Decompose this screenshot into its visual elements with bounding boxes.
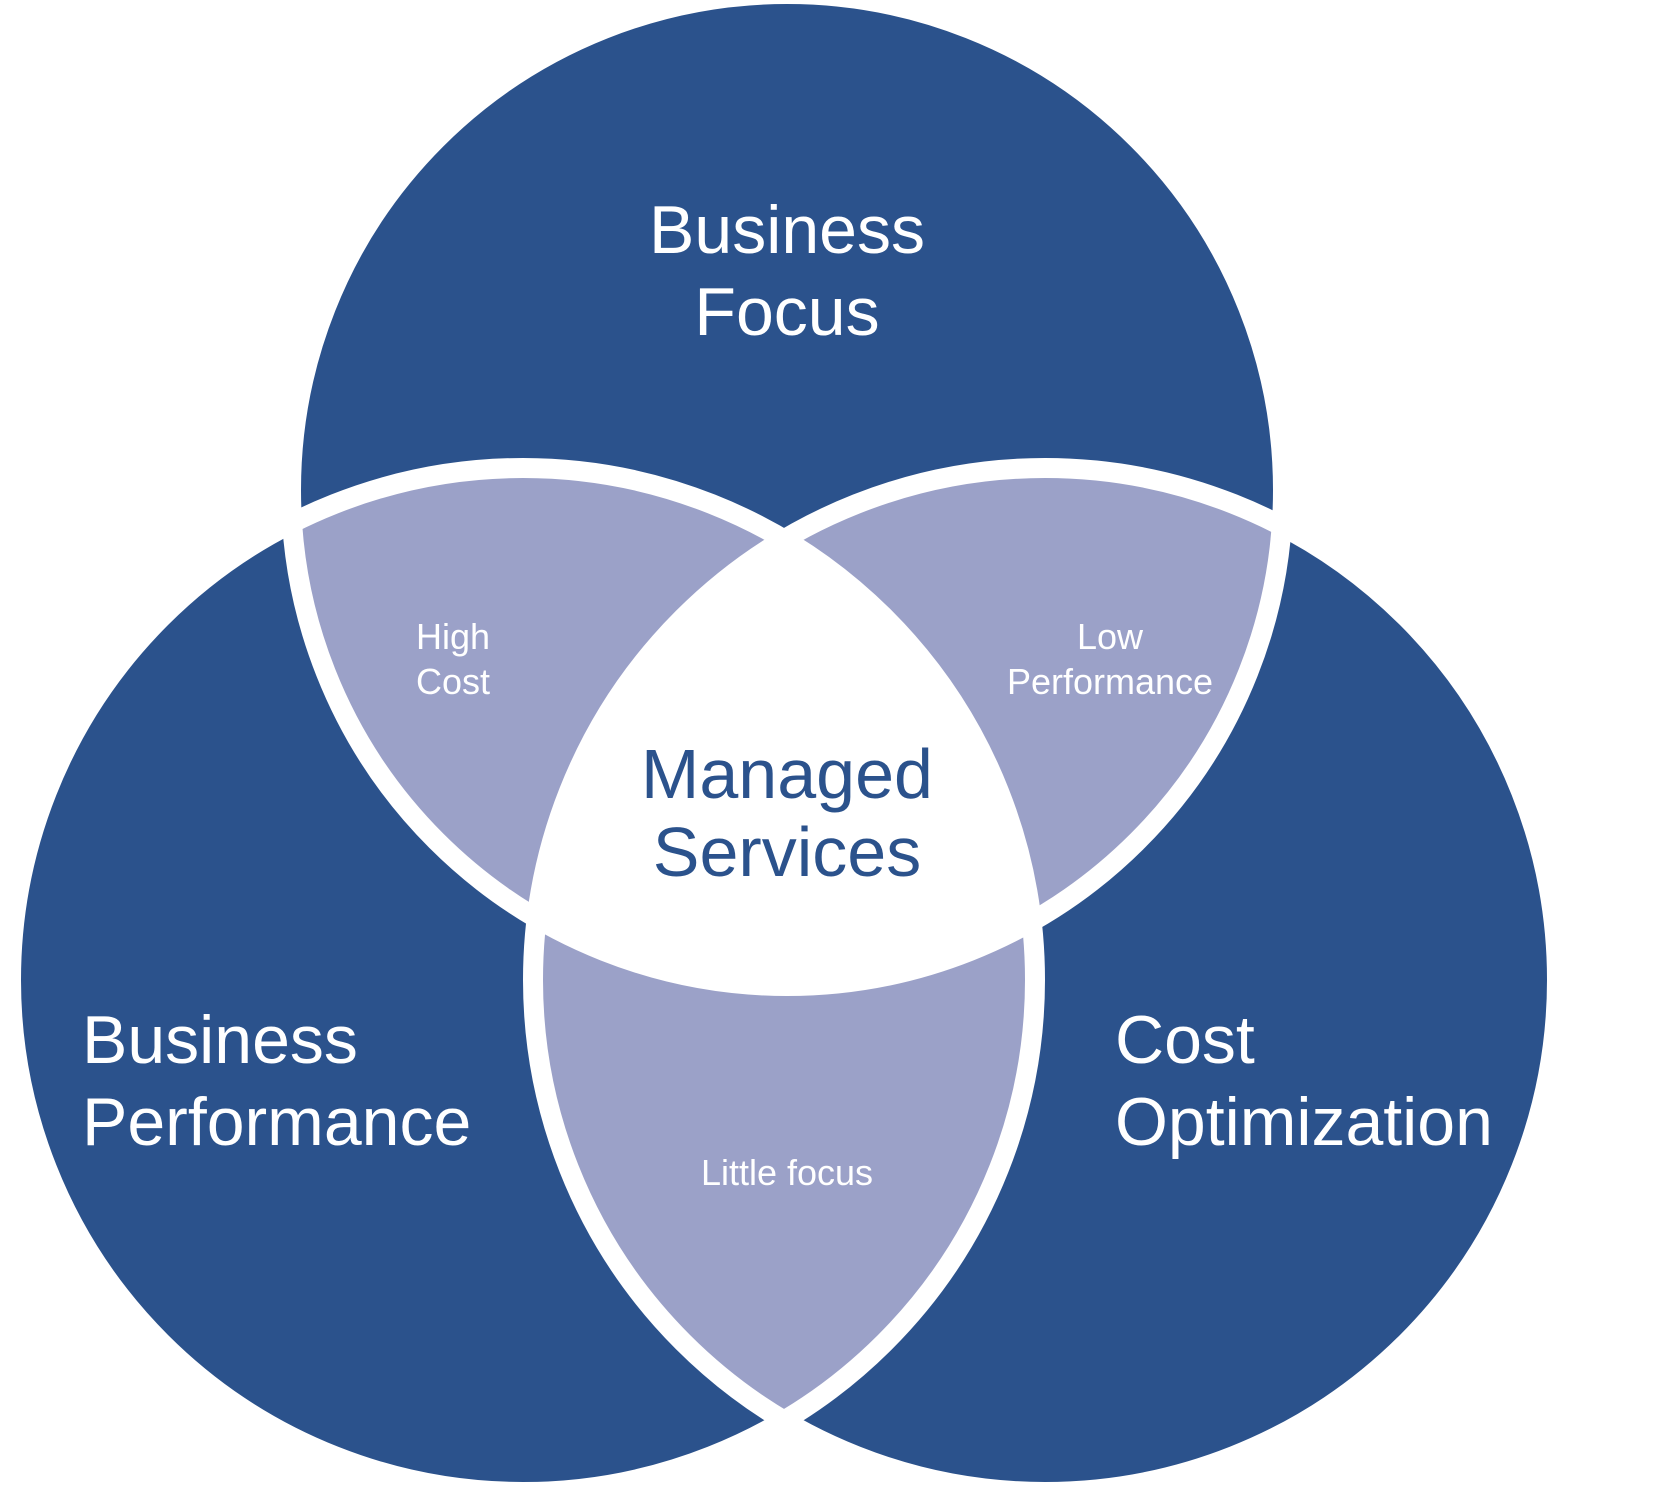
label-high-cost: High Cost xyxy=(393,614,513,704)
circle-top-stroke xyxy=(281,0,1293,996)
label-little-focus-line1: Little focus xyxy=(700,1152,874,1193)
label-high-cost-line2: Cost xyxy=(415,661,491,702)
label-business-performance-line1: Business xyxy=(82,1002,358,1078)
label-business-focus-line1: Business xyxy=(649,192,925,268)
label-managed-services-line1: Managed xyxy=(641,735,933,813)
label-cost-optimization: Cost Optimization xyxy=(1115,1006,1493,1156)
label-managed-services-line2: Services xyxy=(652,813,922,892)
circle-right-stroke xyxy=(523,458,1567,1498)
label-little-focus: Little focus xyxy=(647,1150,927,1195)
label-business-focus-line2: Focus xyxy=(694,274,880,350)
label-business-performance: Business Performance xyxy=(82,1006,471,1156)
label-cost-optimization-line2: Optimization xyxy=(1115,1084,1493,1160)
label-high-cost-line1: High xyxy=(415,616,491,657)
label-low-performance-line1: Low xyxy=(1076,616,1144,657)
label-business-performance-line2: Performance xyxy=(82,1084,472,1160)
label-business-focus: Business Focus xyxy=(637,196,937,346)
label-cost-optimization-line1: Cost xyxy=(1115,1002,1255,1078)
overlap-managed-services xyxy=(542,477,1026,977)
label-managed-services: Managed Services xyxy=(617,735,957,892)
circle-left-stroke xyxy=(1,458,1045,1498)
label-low-performance-line2: Performance xyxy=(1006,661,1214,702)
label-low-performance: Low Performance xyxy=(980,614,1240,704)
